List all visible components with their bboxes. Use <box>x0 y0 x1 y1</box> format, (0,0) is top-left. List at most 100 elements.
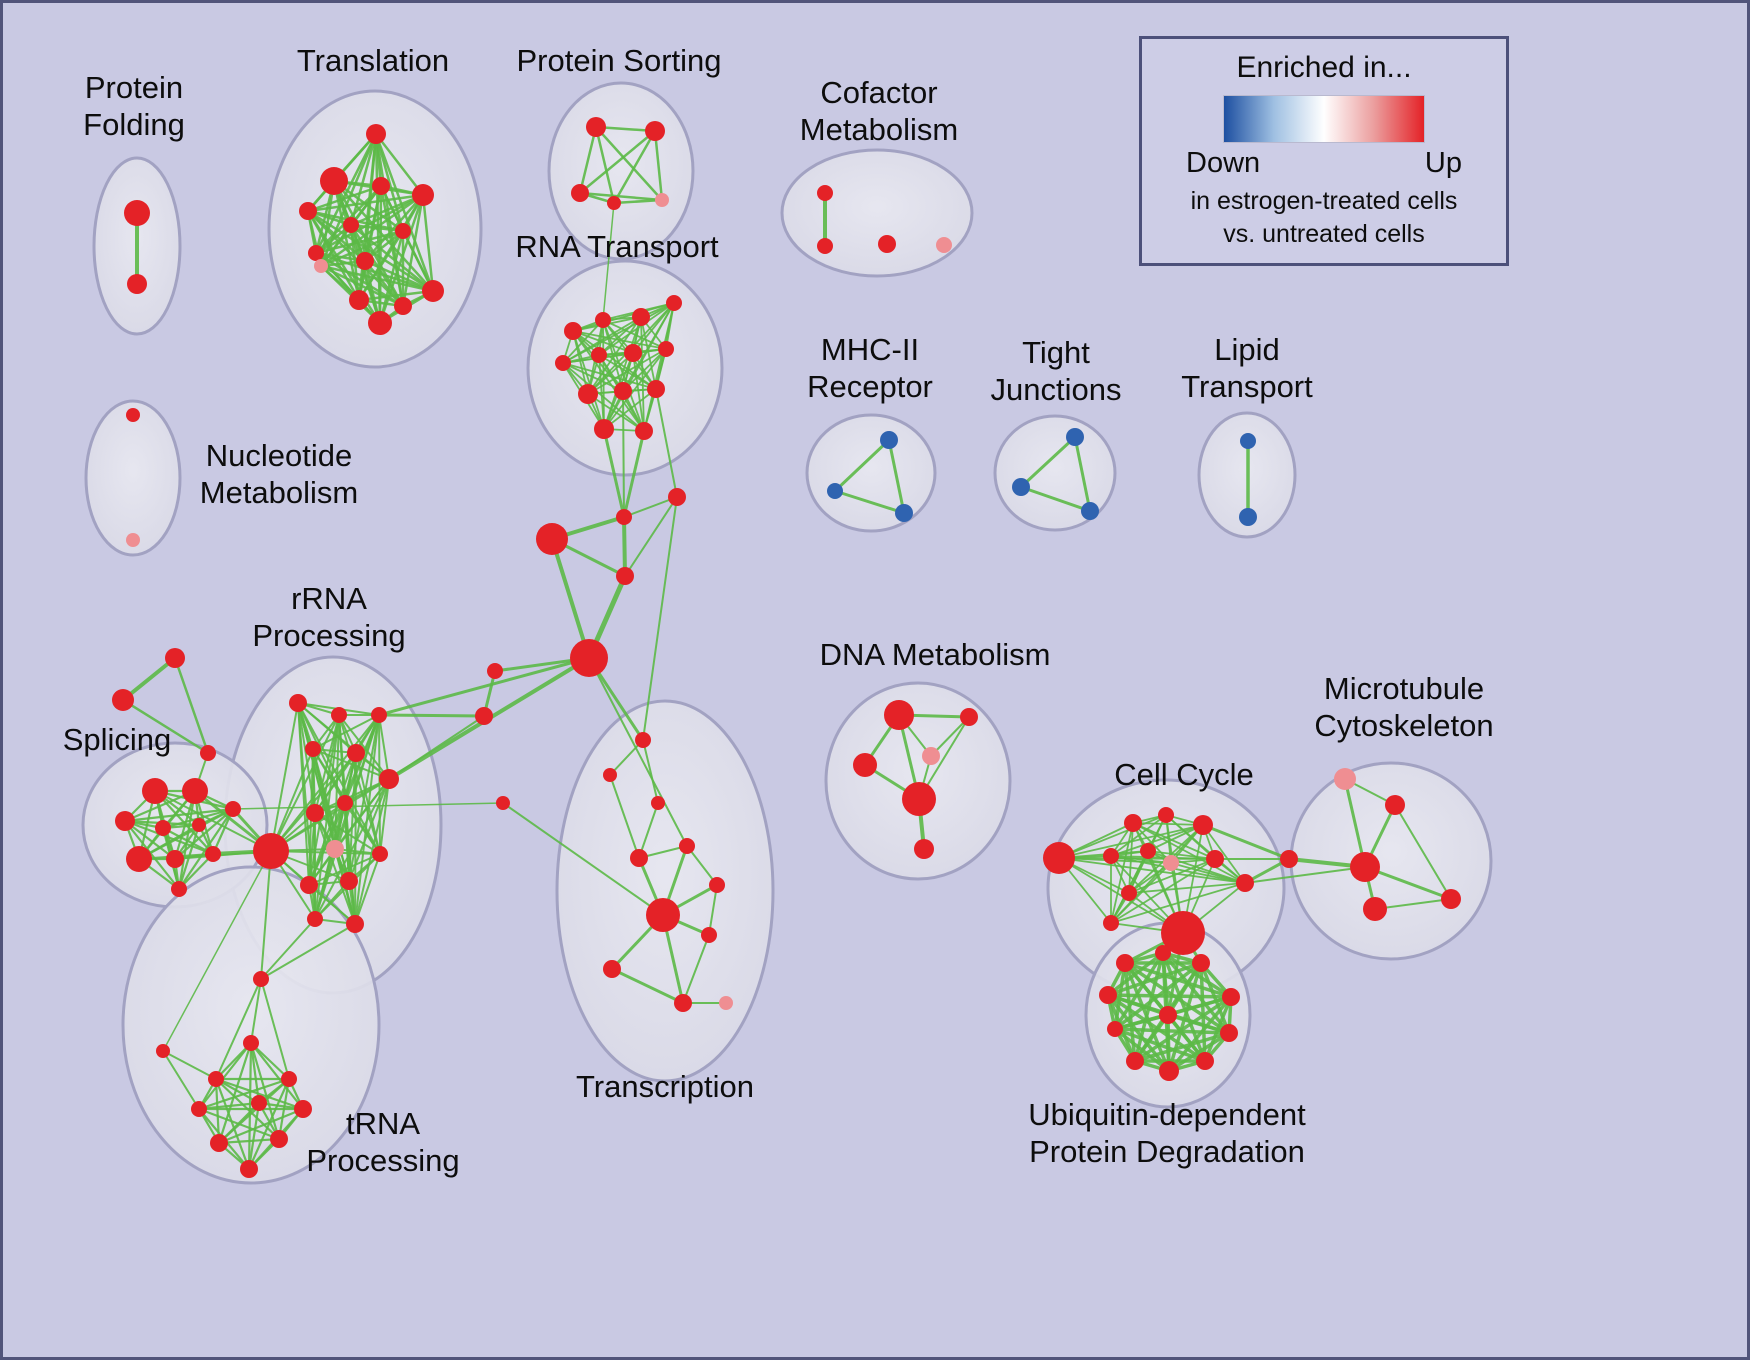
network-node-r2 <box>632 308 650 326</box>
network-edge <box>314 229 405 255</box>
network-edge <box>612 129 657 205</box>
network-edge <box>217 1137 281 1145</box>
network-edge <box>1058 857 1246 884</box>
legend-gradient-bar <box>1223 95 1425 143</box>
cluster-ellipse-cofactor-metabolism <box>780 148 974 278</box>
network-edge <box>314 778 390 920</box>
network-node-tj2 <box>1081 502 1099 520</box>
network-edge <box>1110 858 1216 924</box>
network-edge <box>638 802 659 859</box>
network-edge <box>249 1041 305 1111</box>
network-edge <box>1128 882 1246 894</box>
network-edge <box>177 807 235 891</box>
legend-down-label: Down <box>1186 147 1261 179</box>
network-edge <box>377 713 486 718</box>
network-edge <box>270 748 314 852</box>
network-node-c0 <box>536 523 568 555</box>
network-node-lt1 <box>1239 508 1257 526</box>
network-edge <box>173 656 210 755</box>
network-node-s6 <box>126 846 152 872</box>
network-node-lt0 <box>1240 433 1256 449</box>
network-edge <box>319 264 405 308</box>
network-node-u2 <box>1192 954 1210 972</box>
network-node-rr10 <box>300 876 318 894</box>
network-node-d0 <box>884 700 914 730</box>
network-edge <box>214 1077 251 1171</box>
network-edge <box>1106 993 1171 1073</box>
network-node-u4 <box>1222 988 1240 1006</box>
network-node-rr3 <box>305 741 321 757</box>
network-edge <box>602 202 615 321</box>
network-edge <box>214 1077 305 1111</box>
network-node-r7 <box>658 341 674 357</box>
cluster-ellipse-transcription <box>555 699 775 1083</box>
network-node-t9 <box>314 259 328 273</box>
network-node-ps4 <box>655 193 669 207</box>
network-node-tc0 <box>635 732 651 748</box>
network-edge <box>587 393 645 432</box>
network-edge <box>603 388 657 430</box>
cluster-ellipse-mhc-ii-receptor <box>805 413 937 533</box>
network-edge <box>270 714 380 852</box>
network-node-tr5 <box>191 1101 207 1117</box>
legend-up-label: Up <box>1424 147 1462 179</box>
network-edge <box>363 259 405 308</box>
network-edge <box>610 967 685 1005</box>
network-node-s4 <box>155 820 171 836</box>
network-edge <box>1166 961 1203 1017</box>
network-node-rr8 <box>337 795 353 811</box>
network-edge <box>1058 814 1167 859</box>
network-edge <box>640 316 645 432</box>
network-node-tr7 <box>294 1100 312 1118</box>
network-edge <box>1167 995 1233 1073</box>
network-edge <box>1110 822 1134 924</box>
network-edge <box>1133 995 1233 1063</box>
network-edge <box>250 978 262 1044</box>
network-node-d1 <box>960 708 978 726</box>
network-edge <box>308 802 346 886</box>
network-edge <box>1394 804 1452 900</box>
network-edge <box>682 934 710 1004</box>
network-edge <box>930 716 970 757</box>
network-node-t10 <box>349 290 369 310</box>
legend-title: Enriched in... <box>1236 51 1412 84</box>
network-edge <box>217 1107 305 1145</box>
network-edge <box>378 714 390 780</box>
network-node-c6 <box>475 707 493 725</box>
network-node-t6 <box>395 223 411 239</box>
network-edge <box>1106 961 1203 997</box>
network-edge <box>1123 961 1170 1017</box>
network-node-t3 <box>372 177 390 195</box>
network-edge <box>622 515 627 578</box>
cluster-label-translation: Translation <box>297 43 449 78</box>
network-edge <box>270 702 299 852</box>
network-edge <box>308 853 381 886</box>
network-edge <box>123 807 235 823</box>
network-node-cc9 <box>1236 874 1254 892</box>
network-edge <box>247 1041 253 1171</box>
network-node-s8 <box>205 846 221 862</box>
network-edge <box>217 1041 253 1145</box>
network-edge <box>1106 951 1165 997</box>
network-edge <box>598 316 642 356</box>
network-edge <box>121 698 210 755</box>
network-node-r4 <box>555 355 571 371</box>
network-node-tr3 <box>208 1071 224 1087</box>
network-edge <box>232 802 504 810</box>
network-edge <box>123 819 215 856</box>
network-node-tc8 <box>603 960 621 978</box>
network-node-tj1 <box>1012 478 1030 496</box>
network-node-s9 <box>171 881 187 897</box>
network-edge <box>121 656 177 702</box>
network-edge <box>1110 862 1172 924</box>
network-node-x2 <box>200 745 216 761</box>
network-edge <box>1363 865 1453 901</box>
network-edge <box>550 537 591 660</box>
network-node-cc7 <box>1206 850 1224 868</box>
